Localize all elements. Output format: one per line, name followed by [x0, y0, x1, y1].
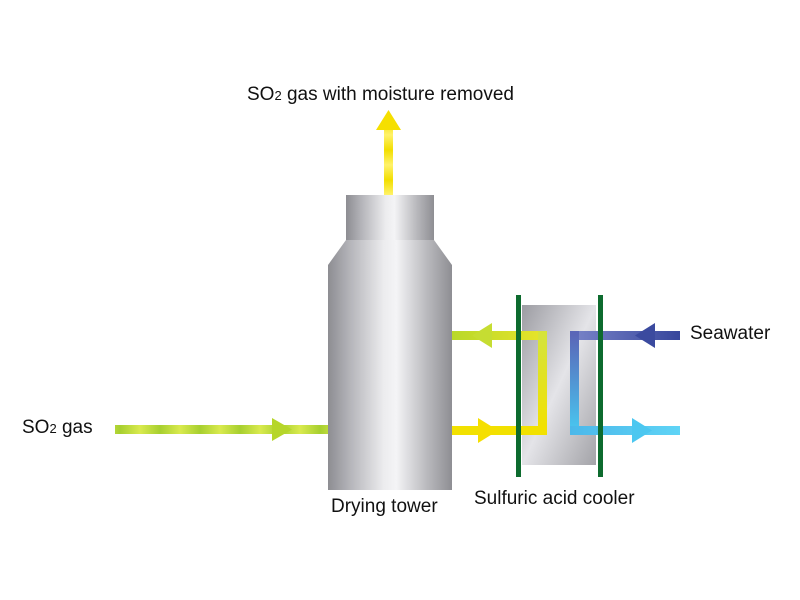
acid-vertical-pipe [538, 331, 547, 435]
left-arrow-icon [472, 323, 492, 348]
acid-circulation-loop [452, 323, 547, 443]
seawater-label: Seawater [690, 323, 771, 344]
output-gas-label: SO2 gas with moisture removed [247, 84, 514, 106]
output-gas-label-rest: gas with moisture removed [281, 84, 515, 105]
so2-gas-inlet-stream [115, 418, 328, 441]
sulfuric-acid-cooler-body [522, 305, 596, 465]
left-arrow-icon [635, 323, 655, 348]
so2-gas-pipe [115, 425, 328, 434]
output-gas-label-subscript: 2 [274, 88, 282, 103]
up-arrow-icon [376, 110, 401, 130]
seawater-outlet-pipe [570, 426, 680, 435]
cooler-left-plate [516, 295, 521, 477]
seawater-vertical-pipe [570, 331, 579, 435]
input-gas-label: SO2 gas [22, 417, 93, 439]
drying-tower-body [328, 265, 452, 490]
acid-return-to-tower-pipe [452, 331, 547, 340]
output-gas-label-prefix: SO [247, 84, 275, 105]
drying-tower-label: Drying tower [331, 496, 438, 517]
drying-tower [328, 195, 452, 490]
dried-gas-pipe [384, 128, 393, 195]
cooler-right-plate [598, 295, 603, 477]
cooler-label: Sulfuric acid cooler [474, 488, 635, 509]
seawater-loop [570, 323, 680, 443]
acid-to-cooler-pipe [452, 426, 547, 435]
right-arrow-icon [272, 418, 292, 441]
input-gas-label-prefix: SO [22, 417, 50, 438]
drying-tower-top-section [346, 195, 434, 240]
right-arrow-icon [632, 418, 652, 443]
input-gas-label-subscript: 2 [49, 421, 57, 436]
input-gas-label-rest: gas [56, 417, 93, 438]
right-arrow-icon [478, 418, 498, 443]
dried-gas-outlet-stream [376, 110, 401, 195]
seawater-inlet-pipe [570, 331, 680, 340]
drying-tower-shoulder [328, 240, 452, 265]
